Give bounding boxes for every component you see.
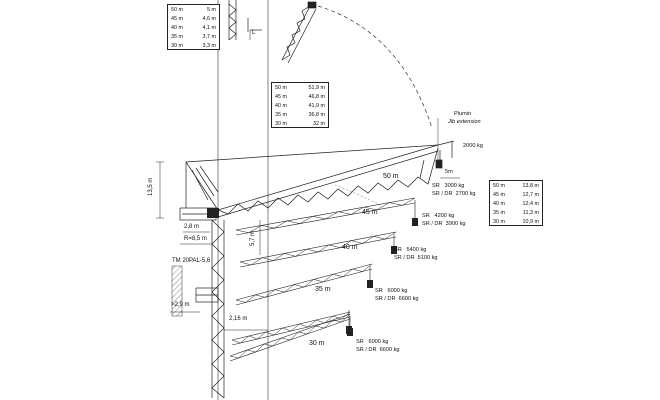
jib-chord-top bbox=[239, 231, 397, 263]
jib-position-5 bbox=[229, 313, 353, 362]
jib-length-30: 30 m bbox=[309, 340, 325, 347]
label-L: L bbox=[252, 30, 256, 36]
hook-block bbox=[367, 280, 373, 288]
luffing-arc bbox=[317, 5, 433, 129]
jib-length-35: 35 m bbox=[315, 286, 331, 293]
jib-position-1 bbox=[235, 197, 418, 236]
label-dim-2-16: 2,16 m bbox=[229, 316, 248, 322]
raised-jib-inclined bbox=[281, 1, 317, 64]
jib-chord-top bbox=[235, 263, 373, 301]
label-height-13-5: 13,5 m bbox=[148, 177, 154, 196]
hook-block bbox=[412, 218, 418, 226]
jib-lengths-illustration bbox=[229, 197, 418, 362]
load-block-30: SR 6000 kg SR / DR 6600 kg bbox=[356, 339, 400, 353]
jib-lattice bbox=[235, 197, 416, 233]
hook-block bbox=[347, 328, 353, 336]
load-block-50: SR 3000 kg SR / DR 2700 kg bbox=[432, 183, 476, 197]
crane-cab bbox=[207, 208, 219, 218]
jib-lattice bbox=[231, 311, 351, 344]
label-mast-type: TM 20PAL-5,6 bbox=[172, 258, 211, 264]
jib-length-50: 50 m bbox=[383, 173, 399, 180]
label-plumin: Plumin bbox=[454, 111, 472, 117]
label-dim-2-9: >2,9 m bbox=[171, 302, 190, 308]
raised-jib-vertical bbox=[228, 0, 262, 41]
jib-position-3 bbox=[235, 263, 373, 306]
label-tip-load: 2000 kg bbox=[463, 143, 483, 149]
jib-chord-top bbox=[235, 197, 416, 231]
hook-block bbox=[391, 246, 397, 254]
label-dim-2-8: 2,8 m bbox=[184, 224, 200, 230]
load-block-40: SR 5400 kg SR / DR 5100 kg bbox=[394, 247, 438, 261]
label-tip-distance: 5m bbox=[445, 169, 453, 175]
jib-lattice bbox=[235, 263, 373, 303]
reach-arc-50 bbox=[334, 184, 381, 206]
label-jib-extension: Jib extension bbox=[448, 119, 481, 125]
jib-chord-top bbox=[231, 311, 351, 341]
crane-mast bbox=[195, 219, 225, 399]
jib-lattice bbox=[229, 313, 351, 359]
jib-chord-top bbox=[229, 313, 351, 357]
jib-lattice bbox=[239, 231, 397, 266]
jib-tip bbox=[419, 140, 455, 179]
jib-length-45: 45 m bbox=[362, 209, 378, 216]
jib-position-2 bbox=[239, 231, 397, 268]
label-dim-5-7: 5,7 m bbox=[250, 230, 256, 246]
jib-length-40: 40 m bbox=[342, 244, 358, 251]
load-block-45: SR 4200 kg SR / DR 3900 kg bbox=[422, 213, 466, 227]
dimension-lines bbox=[156, 30, 460, 331]
label-radius: R=8,5 m bbox=[184, 236, 207, 242]
jib-position-4 bbox=[231, 310, 352, 346]
building-wall bbox=[171, 265, 183, 317]
main-jib bbox=[217, 144, 439, 218]
load-block-35: SR 6000 kg SR / DR 6600 kg bbox=[375, 288, 419, 302]
